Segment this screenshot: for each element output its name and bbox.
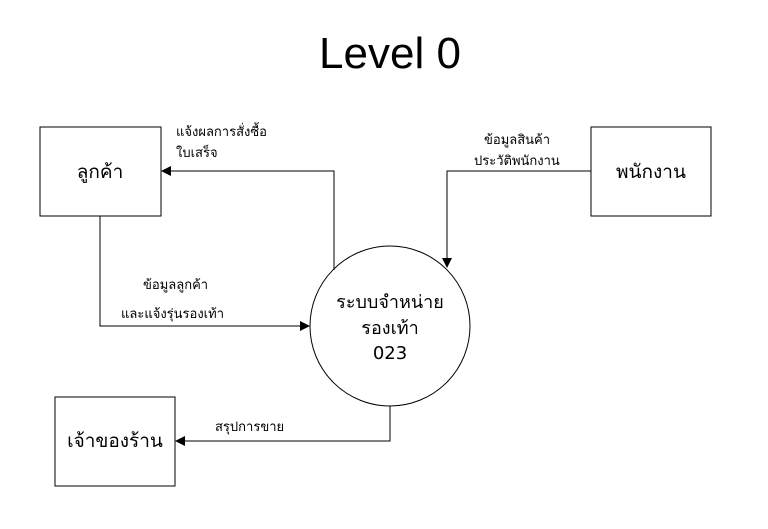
entity-employee-box [590, 126, 712, 217]
entity-customer-box [39, 126, 162, 217]
entity-customer[interactable]: ลูกค้า [39, 126, 162, 217]
entity-employee-label: พนักงาน [616, 161, 686, 183]
flow-customer-to-process-label-2: และแจ้งรุ่นรองเท้า [121, 307, 224, 322]
flow-process-to-owner[interactable]: สรุปการขาย [175, 406, 391, 446]
flow-employee-to-process-line [446, 170, 591, 260]
flow-process-to-owner-label: สรุปการขาย [215, 420, 284, 435]
flow-employee-to-process-label-1: ข้อมูลสินค้า [484, 133, 550, 148]
entity-customer-label: ลูกค้า [77, 161, 124, 183]
process-label-line2: รองเท้า [361, 318, 418, 339]
flow-process-to-owner-line [183, 406, 391, 442]
flow-process-to-customer-label-1: แจ้งผลการสั่งซื้อ [176, 122, 267, 140]
flow-process-to-customer[interactable]: แจ้งผลการสั่งซื้อ ใบเสร็จ [161, 122, 335, 270]
flow-customer-to-process-line [99, 216, 302, 327]
flow-customer-to-process-arrowhead [300, 321, 310, 331]
flow-employee-to-process[interactable]: ข้อมูลสินค้า ประวัติพนักงาน [442, 133, 591, 268]
flow-employee-to-process-arrowhead [442, 258, 452, 268]
process-label-line3: 023 [373, 343, 407, 364]
flow-employee-to-process-label-2: ประวัติพนักงาน [474, 154, 560, 169]
flow-process-to-customer-arrowhead [161, 166, 171, 176]
entity-owner-label: เจ้าของร้าน [67, 430, 163, 452]
entity-employee[interactable]: พนักงาน [590, 126, 712, 217]
process-label-line1: ระบบจำหน่าย [336, 292, 444, 313]
flow-process-to-owner-arrowhead [175, 436, 185, 446]
entity-owner[interactable]: เจ้าของร้าน [54, 396, 176, 487]
flow-process-to-customer-label-2: ใบเสร็จ [176, 143, 218, 161]
flow-process-to-customer-line [169, 170, 335, 270]
diagram-title: Level 0 [319, 29, 461, 78]
entity-owner-box [54, 396, 176, 487]
process-shoe-sales[interactable]: ระบบจำหน่าย รองเท้า 023 [309, 245, 471, 407]
flow-customer-to-process-label-1: ข้อมูลลูกค้า [143, 278, 208, 293]
flow-customer-to-process[interactable]: ข้อมูลลูกค้า และแจ้งรุ่นรองเท้า [99, 216, 310, 331]
